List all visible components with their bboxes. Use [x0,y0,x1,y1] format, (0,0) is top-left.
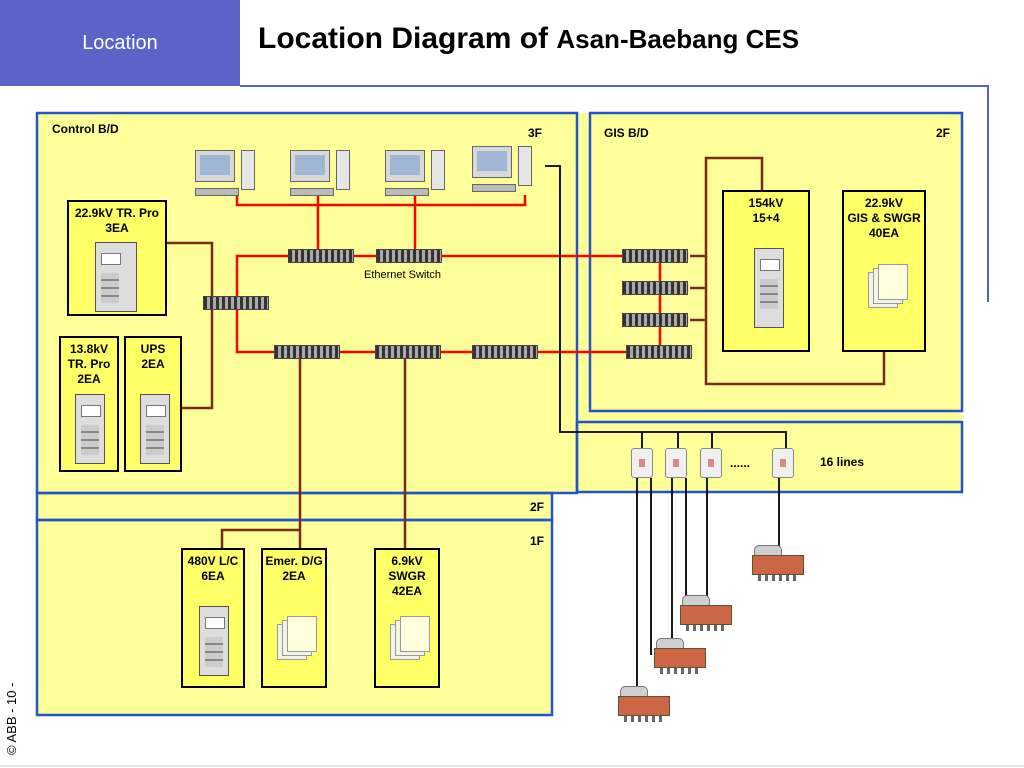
panel-emer-dg-label: Emer. D/G 2EA [265,554,323,583]
ethernet-switch-8 [622,281,688,295]
cabinet-icon [199,606,229,676]
floor-2f-label: 2F [530,500,545,514]
rectifier-machine-2 [680,595,732,631]
ethernet-switch-1 [288,249,354,263]
page-title: Location Diagram of Asan-Baebang CES [258,22,799,56]
cabinet-icon [140,394,170,464]
panel-229kv-tr-pro: 22.9kV TR. Pro 3EA [67,200,167,316]
ethernet-switch-2 [376,249,442,263]
panel-138kv-tr-pro-label: 13.8kV TR. Pro 2EA [67,342,111,386]
workstation-2 [290,150,352,198]
ethernet-switch-10 [626,345,692,359]
cabinet-icon [754,248,784,328]
feeder-wires [545,165,787,700]
title-main: Location Diagram of [258,22,557,55]
cabinet-icon [75,394,105,464]
ethernet-switch-4 [274,345,340,359]
floor-1f-label: 1F [530,534,545,548]
lines-count-label: 16 lines [820,455,865,469]
footer-copyright: © ABB - 10 - [4,682,19,755]
panel-229kv-tr-pro-label: 22.9kV TR. Pro 3EA [74,206,160,235]
panel-480v-lc-label: 480V L/C 6EA [187,554,239,583]
panel-ups: UPS 2EA [124,336,182,472]
gis-bd-border [588,111,964,413]
header-frame-line [240,85,989,302]
panel-154kv-label: 154kV 15+4 [748,196,784,225]
ethernet-switch-7 [622,249,688,263]
ethernet-switch-6 [472,345,538,359]
switchgear-stack-icon [868,264,908,308]
feeder-unit-2 [665,448,687,478]
panel-69kv-swgr: 6.9kV SWGR 42EA [374,548,440,688]
panel-ups-label: UPS 2EA [140,342,166,371]
panel-154kv: 154kV 15+4 [722,190,810,352]
rectifier-machine-1 [752,545,804,581]
ethernet-switch-9 [622,313,688,327]
panel-229kv-gis-swgr-label: 22.9kV GIS & SWGR 40EA [847,196,921,240]
floor-1f-border [35,518,554,717]
feeder-unit-4 [772,448,794,478]
rectifier-machine-4 [618,686,670,722]
workstation-4 [472,146,534,194]
cabinet-icon [95,242,137,312]
panel-emer-dg: Emer. D/G 2EA [261,548,327,688]
control-bd-label: Control B/D [52,122,119,136]
panel-229kv-gis-swgr: 22.9kV GIS & SWGR 40EA [842,190,926,352]
gis-bd-label: GIS B/D [604,126,649,140]
ethernet-switch-3 [203,296,269,310]
gis-bd-floor: 2F [936,126,951,140]
lines-ellipsis: ...... [730,456,751,470]
panel-69kv-swgr-label: 6.9kV SWGR 42EA [388,554,426,598]
workstation-1 [195,150,257,198]
ethernet-switch-5 [375,345,441,359]
title-sub: Asan-Baebang CES [556,24,800,54]
switchgear-stack-icon [390,616,430,660]
ethernet-switch-label: Ethernet Switch [364,269,442,281]
workstation-3 [385,150,447,198]
feeder-unit-1 [631,448,653,478]
control-bd-floor: 3F [528,126,543,140]
panel-138kv-tr-pro: 13.8kV TR. Pro 2EA [59,336,119,472]
brown-wires [167,156,886,548]
feeder-unit-3 [700,448,722,478]
rectifier-machine-3 [654,638,706,674]
lines-area-border [575,420,964,494]
generator-icon [277,616,317,660]
section-tab[interactable]: Location [0,0,240,86]
section-tab-label: Location [82,31,158,54]
panel-480v-lc: 480V L/C 6EA [181,548,245,688]
